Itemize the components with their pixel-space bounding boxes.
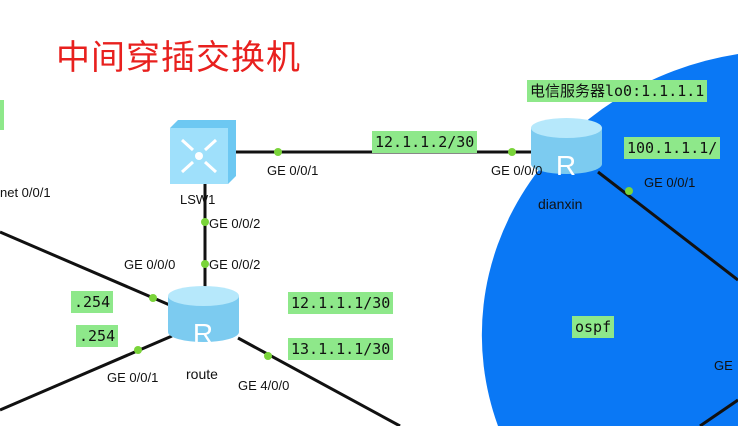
ip-label: 12.1.1.1/30 xyxy=(288,292,394,314)
server-label: 电信服务器lo0:1.1.1.1 xyxy=(527,80,708,102)
diagram-title: 中间穿插交换机 xyxy=(56,38,301,78)
svg-text:R: R xyxy=(556,150,576,181)
link-route-left-upper xyxy=(0,230,173,308)
port-label: GE 0/0/2 xyxy=(209,216,261,231)
ip-label: .254 xyxy=(71,291,114,313)
device-name-lsw1: LSW1 xyxy=(180,192,216,207)
port-label: GE 0/0/1 xyxy=(107,370,159,385)
switch-icon[interactable] xyxy=(170,120,236,184)
device-name-route: route xyxy=(186,366,218,382)
device-name-dianxin: dianxin xyxy=(538,196,583,212)
port-label: GE 0/0/0 xyxy=(491,163,543,178)
port-label: GE 4/0/0 xyxy=(238,378,290,393)
ip-label: .254 xyxy=(76,325,119,347)
router-icon-route[interactable]: R xyxy=(168,286,239,349)
port-label: GE 0/0/2 xyxy=(209,257,261,272)
ip-label: 13.1.1.1/30 xyxy=(288,338,394,360)
left-partial-label xyxy=(0,100,4,130)
port-label: GE 0/0/0 xyxy=(124,257,176,272)
link-route-ge400 xyxy=(237,336,401,426)
port-label: GE 0/0/1 xyxy=(267,163,319,178)
ospf-area xyxy=(481,54,738,426)
ip-label: 100.1.1.1/ xyxy=(624,137,721,159)
ip-label: 12.1.1.2/30 xyxy=(372,131,478,153)
svg-text:R: R xyxy=(193,318,213,349)
router-icon-dianxin[interactable]: R xyxy=(531,118,602,181)
port-label: GE xyxy=(714,358,733,373)
link-route-left-lower xyxy=(0,334,173,412)
area-label-ospf: ospf xyxy=(572,316,615,338)
link-dianxin-ge001 xyxy=(597,170,738,282)
port-label: GE 0/0/1 xyxy=(644,175,696,190)
link-right-lower xyxy=(699,398,738,426)
port-label: net 0/0/1 xyxy=(0,185,51,200)
port-dots xyxy=(134,148,633,360)
